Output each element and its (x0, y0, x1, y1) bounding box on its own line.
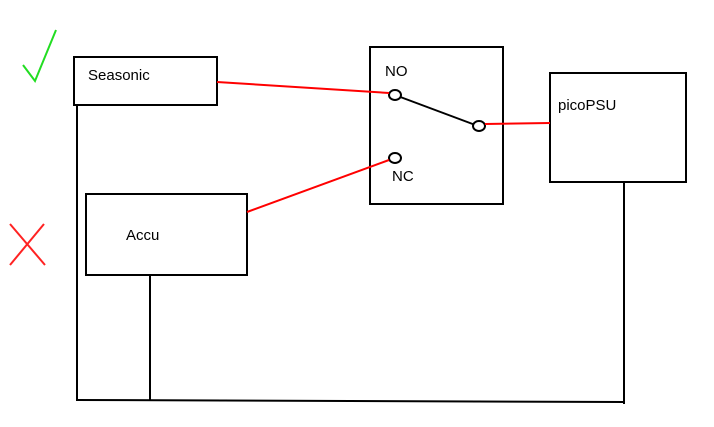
nc-terminal (388, 152, 402, 164)
no-terminal (388, 89, 402, 101)
relay-block: NO NC (369, 46, 504, 205)
accu-block: Accu (85, 193, 248, 276)
checkmark-icon (22, 29, 57, 84)
accu-label: Accu (126, 227, 159, 244)
x-mark-icon (9, 223, 46, 266)
switch-arm (394, 94, 479, 127)
picopsu-label: picoPSU (558, 97, 616, 114)
picopsu-block: picoPSU (549, 72, 687, 183)
relay-nc-label: NC (392, 168, 414, 185)
ground-bus (76, 399, 625, 403)
relay-no-label: NO (385, 63, 408, 80)
seasonic-block: Seasonic (73, 56, 218, 106)
com-terminal (472, 120, 486, 132)
wire-com-to-picopsu (484, 122, 551, 125)
seasonic-label: Seasonic (88, 67, 150, 84)
wire-accu-to-nc (246, 159, 390, 213)
wire-seasonic-to-no (216, 81, 390, 94)
